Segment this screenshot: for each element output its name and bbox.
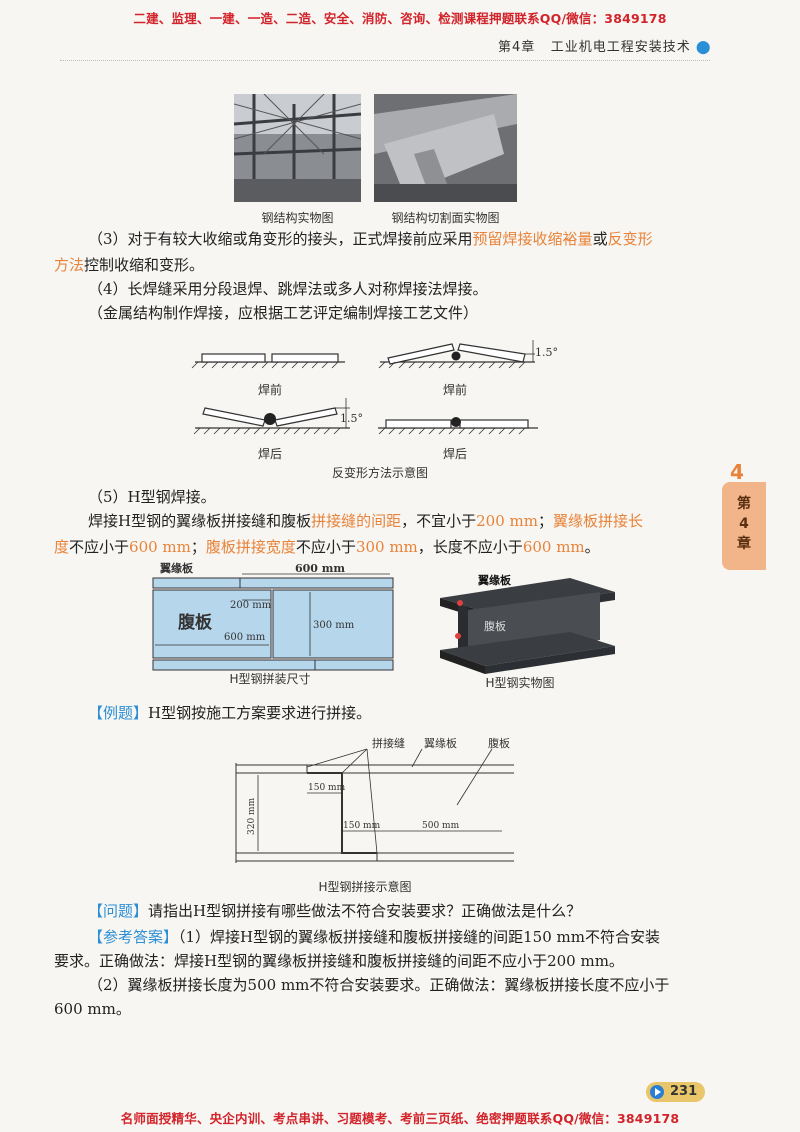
angle-label-1: 1.5° — [535, 346, 558, 359]
answer-text-1: （1）焊接H型钢的翼缘板拼接缝和腹板拼接缝的间距150 mm不符合安装 — [178, 928, 660, 946]
reverse-deformation-diagram: 1.5° 1.5° 焊前 焊前 焊后 焊后 — [191, 340, 558, 461]
question-tag: 【问题】 — [88, 902, 149, 920]
question-text: 请指出H型钢拼接有哪些做法不符合安装要求？正确做法是什么？ — [148, 902, 582, 920]
p5-highlight-4: 度 — [54, 538, 70, 556]
flange-label: 翼缘板 — [159, 561, 194, 575]
dim-300: 300 mm — [313, 620, 355, 631]
web-label: 腹板 — [178, 612, 213, 633]
example-line: 【例题】H型钢按施工方案要求进行拼接。 — [88, 700, 371, 726]
deform-fig-caption: 反变形方法示意图 — [331, 466, 428, 480]
p5-highlight-6: 腹板拼接宽度 — [205, 538, 296, 556]
side-tab-line-3: 章 — [737, 536, 751, 552]
seam-label: 拼接缝 — [372, 736, 405, 750]
chapter-digit-icon: 4 — [730, 460, 744, 484]
p5-highlight-2: 200 mm — [476, 512, 538, 530]
after-label-2: 焊后 — [443, 446, 467, 461]
dim-150-a: 150 mm — [308, 783, 346, 793]
p5-text-a: 焊接H型钢的翼缘板拼接缝和腹板 — [88, 512, 312, 530]
dim-600-web: 600 mm — [224, 632, 266, 643]
p5-highlight-8: 600 mm — [522, 538, 585, 556]
chapter-number: 第4章 — [498, 40, 536, 55]
h-steel-photo-caption: H型钢实物图 — [485, 676, 555, 690]
answer-line-2: 要求。正确做法：焊接H型钢的翼缘板拼接缝和腹板拼接缝的间距不应小于200 mm。 — [54, 952, 624, 970]
chapter-side-tab[interactable]: 第 4 章 — [722, 482, 766, 570]
paragraph-4: （4）长焊缝采用分段退焊、跳焊法或多人对称焊接法焊接。 — [88, 280, 488, 298]
promo-banner-bottom: 名师面授精华、央企内训、考点串讲、习题模考、考前三页纸、绝密押题联系QQ/微信：… — [120, 1111, 680, 1126]
p3-highlight-2: 反变形 — [607, 230, 653, 248]
steel-structure-photo — [234, 94, 361, 202]
answer-line-3: （2）翼缘板拼接长度为500 mm不符合安装要求。正确做法：翼缘板拼接长度不应小… — [88, 976, 670, 994]
promo-banner-top: 二建、监理、一建、一造、二造、安全、消防、咨询、检测课程押题联系QQ/微信：38… — [133, 11, 667, 26]
question-line: 【问题】请指出H型钢拼接有哪些做法不符合安装要求？正确做法是什么？ — [88, 898, 581, 924]
page-number-badge: 231 — [646, 1082, 706, 1102]
p3-text-a: （3）对于有较大收缩或角变形的接头，正式焊接前应采用 — [88, 230, 473, 248]
angle-label-2: 1.5° — [340, 412, 363, 425]
p5-highlight-3: 翼缘板拼接长 — [553, 512, 644, 530]
p5-text-b: ，不宜小于 — [401, 512, 477, 530]
splice-flange-label: 翼缘板 — [424, 736, 457, 750]
h-steel-splice-diagram: 拼接缝 翼缘板 腹板 150 mm 150 mm 500 mm 320 mm — [235, 736, 514, 863]
photo-web-label: 腹板 — [484, 619, 506, 633]
p3-highlight-1: 预留焊接收缩裕量 — [472, 230, 593, 248]
paragraph-4-note: （金属结构制作焊接，应根据工艺评定编制焊接工艺文件） — [88, 304, 479, 322]
p3-text-b: 或 — [592, 230, 608, 248]
header-divider — [60, 60, 710, 61]
paragraph-5-title: （5）H型钢焊接。 — [88, 488, 216, 506]
answer-line-1: 【参考答案】（1）焊接H型钢的翼缘板拼接缝和腹板拼接缝的间距150 mm不符合安… — [88, 924, 660, 950]
p5-text-g: ，长度不应小于 — [417, 538, 523, 556]
splice-fig-caption: H型钢拼接示意图 — [318, 880, 412, 894]
paragraph-5: 焊接H型钢的翼缘板拼接缝和腹板拼接缝的间距，不宜小于200 mm；翼缘板拼接长 … — [54, 508, 714, 560]
after-label-1: 焊后 — [258, 446, 282, 461]
chapter-header: 第4章 工业机电工程安装技术 ⬤ — [498, 36, 711, 55]
play-icon — [650, 1085, 664, 1099]
p5-highlight-5: 600 mm — [129, 538, 191, 556]
p5-text-c: ； — [537, 512, 553, 530]
dim-200: 200 mm — [230, 600, 272, 611]
photo-caption-1: 钢结构实物图 — [261, 211, 334, 225]
p3-text-c: 控制收缩和变形。 — [84, 256, 205, 274]
h-steel-assembly-caption: H型钢拼装尺寸 — [229, 672, 311, 686]
p5-highlight-7: 300 mm — [355, 538, 418, 556]
location-pin-icon: ⬤ — [695, 40, 712, 55]
p5-text-d: 不应小于 — [69, 538, 130, 556]
paragraph-3: （3）对于有较大收缩或角变形的接头，正式焊接前应采用预留焊接收缩裕量或反变形 方… — [54, 226, 714, 278]
dim-150-b: 150 mm — [343, 821, 381, 831]
p5-text-e: ； — [190, 538, 206, 556]
answer-line-4: 600 mm。 — [54, 1000, 131, 1018]
dim-600-top: 600 mm — [295, 562, 345, 575]
chapter-title: 工业机电工程安装技术 — [550, 40, 691, 55]
example-text: H型钢按施工方案要求进行拼接。 — [148, 704, 372, 722]
p3-highlight-3: 方法 — [54, 256, 85, 274]
answer-tag: 【参考答案】 — [88, 928, 179, 946]
before-label-1: 焊前 — [258, 382, 282, 397]
h-steel-assembly-diagram: 翼缘板 600 mm 200 mm 腹板 300 mm 600 mm — [150, 560, 400, 690]
side-tab-line-2: 4 — [739, 516, 749, 532]
h-steel-photo: 翼缘板 腹板 — [440, 573, 615, 674]
side-tab-line-1: 第 — [737, 496, 751, 512]
photo-caption-2: 钢结构切割面实物图 — [391, 211, 500, 225]
p5-highlight-1: 拼接缝的间距 — [311, 512, 402, 530]
page-number: 231 — [670, 1084, 698, 1099]
before-label-2: 焊前 — [443, 382, 467, 397]
p5-text-h: 。 — [584, 538, 600, 556]
steel-cut-section-photo — [374, 94, 517, 202]
photo-flange-label: 翼缘板 — [477, 573, 512, 587]
dim-500: 500 mm — [422, 821, 460, 831]
dim-320: 320 mm — [247, 797, 257, 835]
p5-text-f: 不应小于 — [295, 538, 356, 556]
splice-web-label: 腹板 — [488, 736, 510, 750]
example-tag: 【例题】 — [88, 704, 149, 722]
